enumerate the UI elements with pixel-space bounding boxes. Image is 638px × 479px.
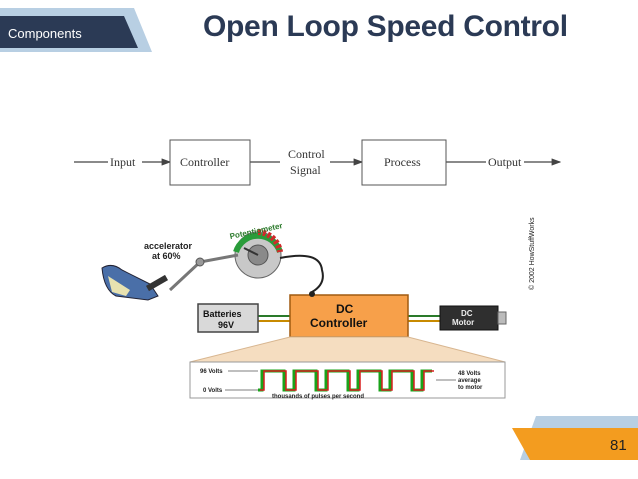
pwm-waveform [258, 369, 434, 392]
avg-volts-label-1: 48 Volts [458, 371, 481, 377]
dc-motor-block [439, 305, 499, 331]
controller-block [169, 139, 251, 186]
volts-high-label: 96 Volts [200, 369, 223, 375]
potentiometer-icon [233, 229, 283, 279]
volts-low-label: 0 Volts [203, 388, 223, 394]
section-tag-label: Components [8, 26, 82, 41]
section-tag: Components [0, 8, 152, 52]
dc-controller-label-2: Controller [310, 316, 368, 330]
batteries-label-1: Batteries [203, 309, 242, 319]
process-block [361, 139, 447, 186]
dc-motor-label-2: Motor [452, 318, 474, 327]
dc-controller-label-1: DC [336, 302, 354, 316]
control-signal-label-2: Signal [290, 163, 321, 177]
page-number: 81 [610, 437, 627, 454]
dc-controller-block [289, 294, 409, 338]
controller-label: Controller [180, 155, 229, 169]
batteries-label-2: 96V [218, 320, 234, 330]
input-label: Input [110, 155, 136, 169]
avg-volts-label-3: to motor [458, 385, 483, 391]
output-label: Output [488, 155, 522, 169]
page-title: Open Loop Speed Control [203, 10, 568, 43]
accelerator-label-2: at 60% [152, 251, 181, 261]
accelerator-label-1: accelerator [144, 241, 193, 251]
pulses-label: thousands of pulses per second [272, 394, 364, 400]
batteries-block [197, 303, 259, 333]
dc-motor-label-1: DC [461, 309, 473, 318]
copyright-text: © 2002 HowStuffWorks [528, 217, 536, 290]
process-label: Process [384, 155, 421, 169]
control-signal-label-1: Control [288, 147, 325, 161]
avg-volts-label-2: average [458, 378, 481, 384]
foot-pedal-icon [101, 264, 169, 301]
